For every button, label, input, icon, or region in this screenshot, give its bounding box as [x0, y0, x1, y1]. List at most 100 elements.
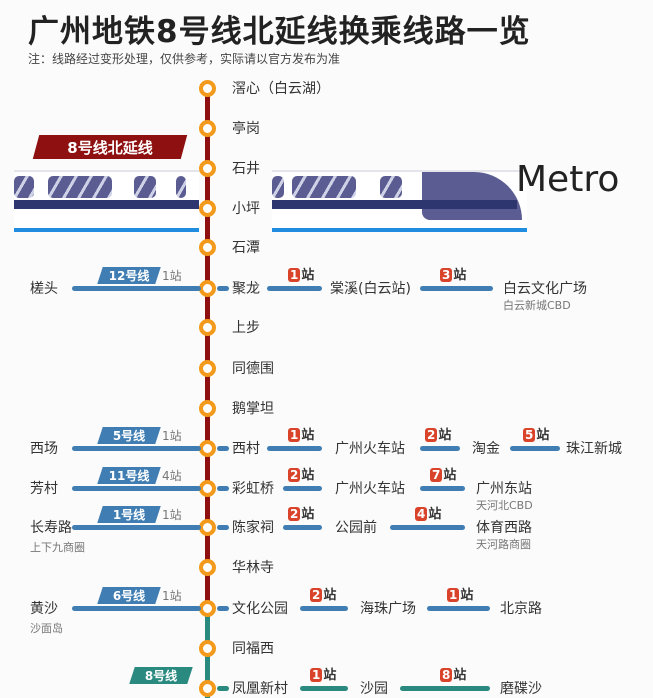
stop-count-left: 1站: [162, 269, 182, 283]
transfer-station[interactable]: 磨碟沙: [500, 681, 542, 697]
disclaimer-note: 注：线路经过变形处理，仅供参考，实际请以官方发布为准: [28, 52, 341, 66]
station-dot[interactable]: [199, 80, 216, 97]
transfer-connector: [217, 486, 229, 491]
train-illustration-right: [272, 170, 527, 232]
station-label[interactable]: 上步: [232, 320, 260, 336]
stop-count-number: 7: [430, 468, 443, 482]
transfer-station[interactable]: 淘金: [472, 441, 500, 457]
transfer-line-segment: [510, 446, 560, 451]
stop-count-unit: 站: [536, 428, 550, 443]
transfer-connector: [217, 286, 229, 291]
transfer-station-sub: 天河路商圈: [476, 538, 531, 551]
stop-count-number: 8: [440, 668, 453, 682]
transfer-line-segment: [267, 286, 322, 291]
stop-count-number: 1: [288, 428, 301, 442]
station-dot[interactable]: [199, 239, 216, 256]
station-dot[interactable]: [199, 480, 216, 497]
stop-count-unit: 站: [460, 588, 474, 603]
station-label[interactable]: 同福西: [232, 641, 274, 657]
transfer-line-segment: [420, 446, 460, 451]
stop-count-left: 1站: [162, 508, 182, 522]
transfer-station-left[interactable]: 槎头: [30, 281, 58, 297]
stop-count-number: 4: [415, 507, 428, 521]
transfer-line-segment: [420, 286, 493, 291]
station-label[interactable]: 亭岗: [232, 121, 260, 137]
station-dot[interactable]: [199, 440, 216, 457]
station-label[interactable]: 同德围: [232, 361, 274, 377]
transfer-station[interactable]: 白云文化广场: [503, 281, 587, 297]
stop-count-number: 2: [288, 507, 301, 521]
station-label[interactable]: 华林寺: [232, 560, 274, 576]
page-title: 广州地铁8号线北延线换乘线路一览: [28, 14, 531, 50]
transfer-station[interactable]: 棠溪(白云站): [330, 281, 411, 297]
stop-count-number: 1: [288, 268, 301, 282]
station-label[interactable]: 石井: [232, 161, 260, 177]
station-label[interactable]: 石潭: [232, 240, 260, 256]
station-dot[interactable]: [199, 120, 216, 137]
transfer-station[interactable]: 北京路: [500, 601, 542, 617]
station-dot[interactable]: [199, 200, 216, 217]
station-label[interactable]: 鹅掌坦: [232, 401, 274, 417]
transfer-station[interactable]: 公园前: [335, 520, 377, 536]
stop-count-number: 1: [310, 668, 323, 682]
station-dot[interactable]: [199, 160, 216, 177]
station-dot[interactable]: [199, 400, 216, 417]
stop-count-unit: 站: [453, 668, 467, 683]
station-dot[interactable]: [199, 319, 216, 336]
line-tag-label: 12号线: [108, 269, 150, 283]
stop-count-unit: 站: [301, 507, 315, 522]
transfer-line-segment: [300, 686, 348, 691]
station-label[interactable]: 文化公园: [232, 601, 288, 617]
transfer-station[interactable]: 广州火车站: [335, 481, 405, 497]
transfer-connector: [217, 606, 229, 611]
station-label[interactable]: 彩虹桥: [232, 481, 274, 497]
stop-count-number: 2: [288, 468, 301, 482]
transfer-line-segment: [427, 606, 490, 611]
line-tag-label: 8号线: [144, 669, 178, 683]
transfer-station-left[interactable]: 西场: [30, 441, 58, 457]
transfer-station[interactable]: 海珠广场: [360, 601, 416, 617]
transfer-line-left: [72, 446, 201, 451]
station-dot[interactable]: [199, 640, 216, 657]
line-tag-label: 6号线: [112, 589, 146, 603]
transfer-station[interactable]: 珠江新城: [566, 441, 622, 457]
transfer-line-segment: [300, 606, 348, 611]
transfer-station[interactable]: 沙园: [360, 681, 388, 697]
station-dot[interactable]: [199, 680, 216, 697]
transfer-line-left: [72, 286, 201, 291]
station-dot[interactable]: [199, 600, 216, 617]
station-dot[interactable]: [199, 360, 216, 377]
station-label[interactable]: 小坪: [232, 201, 260, 217]
transfer-station[interactable]: 体育西路: [476, 520, 532, 536]
transfer-station-left[interactable]: 黄沙: [30, 601, 58, 617]
transfer-station-left[interactable]: 长寿路: [30, 520, 72, 536]
transfer-station[interactable]: 广州东站: [476, 481, 532, 497]
station-label[interactable]: 凤凰新村: [232, 681, 288, 697]
station-dot[interactable]: [199, 519, 216, 536]
station-label[interactable]: 西村: [232, 441, 260, 457]
transfer-station-left-sub: 上下九商圈: [30, 541, 85, 554]
stop-count-left: 1站: [162, 589, 182, 603]
station-label[interactable]: 聚龙: [232, 281, 260, 297]
station-dot[interactable]: [199, 280, 216, 297]
stop-count-unit: 站: [323, 588, 337, 603]
line-tag-label: 5号线: [112, 429, 146, 443]
stop-count-number: 3: [440, 268, 453, 282]
station-label[interactable]: 陈家祠: [232, 520, 274, 536]
transfer-station-left[interactable]: 芳村: [30, 481, 58, 497]
transfer-station[interactable]: 广州火车站: [335, 441, 405, 457]
transfer-line-segment: [267, 446, 322, 451]
station-label[interactable]: 滘心（白云湖）: [232, 81, 330, 97]
line-tag-label: 1号线: [112, 508, 146, 522]
stop-count-unit: 站: [323, 668, 337, 683]
stop-count-left: 4站: [162, 469, 182, 483]
station-dot[interactable]: [199, 559, 216, 576]
transfer-station-sub: 天河北CBD: [476, 499, 533, 512]
train-illustration-left: [14, 170, 199, 232]
